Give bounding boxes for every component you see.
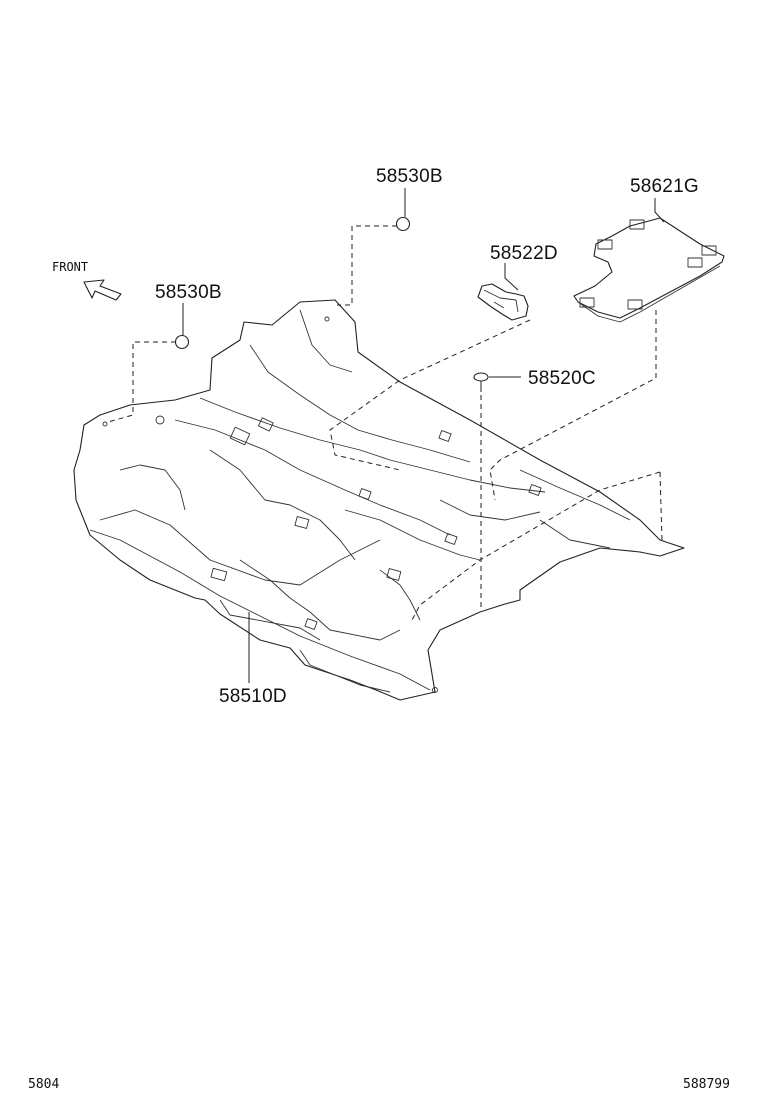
clip-top-part <box>395 216 411 232</box>
footer-left-code: 5804 <box>28 1077 60 1092</box>
callout-pin: 58520C <box>528 368 596 389</box>
bracket-part <box>477 283 529 321</box>
plate-part <box>573 217 725 323</box>
callout-clip-left: 58530B <box>155 282 222 303</box>
front-arrow-icon <box>83 279 122 301</box>
installation-lines <box>107 225 663 621</box>
callout-bracket: 58522D <box>490 243 558 264</box>
footer-right-code: 588799 <box>683 1077 730 1092</box>
floor-carpet-part <box>73 299 685 701</box>
callout-carpet: 58510D <box>219 686 287 707</box>
callout-clip-top: 58530B <box>376 166 443 187</box>
callout-plate: 58621G <box>630 176 699 197</box>
clip-left-part <box>174 334 190 350</box>
front-label: FRONT <box>52 260 88 274</box>
pin-part <box>473 372 489 392</box>
